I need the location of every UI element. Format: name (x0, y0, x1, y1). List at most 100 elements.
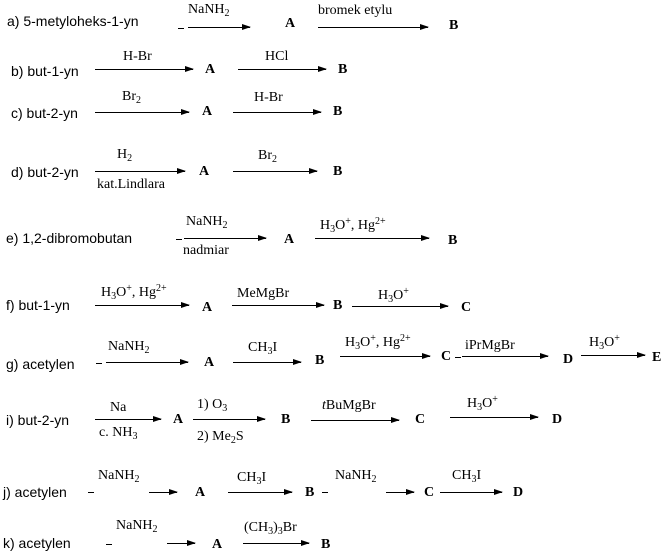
row-j-reagent-3: NaNH2 (335, 468, 377, 485)
row-e-dash (176, 239, 182, 240)
row-f-arrow-1 (95, 302, 190, 308)
row-i-label: i) but-2-yn (6, 412, 70, 428)
row-i-arrow-1 (95, 416, 162, 422)
row-j-reagent-1: NaNH2 (98, 468, 140, 485)
row-j-arrow-2 (228, 489, 293, 495)
row-i-product-a: A (173, 412, 184, 427)
row-i-reagent-2b: 2) Me2S (197, 429, 244, 446)
row-e-product-a: A (284, 232, 295, 247)
row-j-arrow-3 (386, 489, 415, 495)
row-e-product-b: B (448, 233, 458, 248)
row-i-reagent-3: tBuMgBr (322, 398, 376, 413)
row-g-reagent-1: NaNH2 (108, 339, 150, 356)
row-k-label: k) acetylen (3, 535, 71, 551)
row-g-product-e: E (652, 350, 662, 365)
row-b-reagent-2: HCl (265, 49, 289, 64)
row-i-reagent-2a: 1) O3 (197, 397, 228, 414)
row-i-product-b: B (281, 412, 291, 427)
row-j-product-a: A (195, 485, 206, 500)
row-j-reagent-4: CH3I (452, 468, 482, 485)
row-b-product-a: A (205, 62, 216, 77)
row-g-product-b: B (315, 353, 325, 368)
row-e-arrow-1 (184, 235, 267, 241)
row-b-arrow-2 (238, 66, 327, 72)
row-k-product-a: A (212, 537, 223, 552)
row-c-product-b: B (333, 104, 343, 119)
row-b-label: b) but-1-yn (11, 63, 79, 79)
row-k-reagent-2: (CH3)3Br (244, 520, 297, 537)
row-g-label: g) acetylen (6, 356, 75, 372)
row-d-label: d) but-2-yn (11, 164, 79, 180)
row-k-reagent-1: NaNH2 (116, 518, 158, 535)
row-b-arrow-1 (95, 66, 194, 72)
row-c-product-a: A (202, 104, 213, 119)
row-g-product-c: C (441, 349, 452, 364)
row-g-product-d: D (563, 352, 574, 367)
row-a-arrow-1 (188, 24, 251, 30)
row-b-reagent-1: H-Br (123, 49, 152, 64)
row-g-arrow-2 (233, 359, 302, 365)
row-e-reagent-2: H3O+, Hg2+ (320, 216, 386, 235)
row-f-product-c: C (461, 300, 472, 315)
row-g-arrow-4 (462, 353, 549, 359)
row-f-product-b: B (333, 298, 343, 313)
row-a-reagent-2: bromek etylu (318, 3, 393, 18)
row-g-reagent-4: iPrMgBr (465, 338, 515, 353)
row-k-arrow-1 (167, 540, 196, 546)
row-j-arrow-1 (149, 489, 178, 495)
row-d-product-a: A (199, 164, 210, 179)
row-f-reagent-3: H3O+ (378, 286, 409, 305)
row-j-arrow-4 (440, 489, 503, 495)
row-f-arrow-2 (232, 302, 325, 308)
row-f-reagent-2: MeMgBr (237, 286, 290, 301)
row-g-arrow-5 (581, 352, 646, 358)
row-f-arrow-3 (352, 303, 449, 309)
row-c-label: c) but-2-yn (11, 105, 78, 121)
row-j-product-b: B (305, 485, 315, 500)
row-d-reagent-2: Br2 (258, 148, 277, 165)
row-i-arrow-3 (311, 417, 400, 423)
row-c-arrow-1 (95, 109, 190, 115)
row-g-reagent-5: H3O+ (589, 333, 620, 352)
row-g-dash-1 (96, 363, 102, 364)
row-a-dash (178, 28, 184, 29)
row-a-arrow-2 (318, 24, 429, 30)
row-i-condition-1: c. NH3 (99, 425, 138, 442)
row-g-arrow-1 (106, 359, 189, 365)
row-j-product-c: C (424, 485, 435, 500)
row-b-product-b: B (338, 62, 348, 77)
row-a-product-a: A (285, 16, 296, 31)
row-a-reagent-1: NaNH2 (188, 2, 230, 19)
row-i-reagent-4: H3O+ (467, 394, 498, 413)
row-d-catalyst: kat.Lindlara (97, 177, 166, 192)
row-c-reagent-2: H-Br (254, 90, 283, 105)
row-j-product-d: D (513, 485, 524, 500)
row-d-arrow-1 (95, 168, 186, 174)
row-e-reagent-1: NaNH2 (186, 214, 228, 231)
row-k-dash (106, 544, 112, 545)
row-g-product-a: A (204, 355, 215, 370)
row-g-reagent-2: CH3I (248, 340, 278, 357)
row-e-arrow-2 (315, 235, 430, 241)
row-f-product-a: A (202, 300, 213, 315)
row-j-dash-2 (322, 492, 328, 493)
row-j-dash-1 (88, 492, 94, 493)
row-i-product-c: C (415, 412, 426, 427)
row-c-arrow-2 (233, 109, 322, 115)
row-e-condition: nadmiar (183, 243, 229, 258)
row-j-label: j) acetylen (3, 484, 67, 500)
row-e-label: e) 1,2-dibromobutan (6, 230, 133, 246)
row-j-reagent-2: CH3I (237, 470, 267, 487)
row-d-arrow-2 (233, 168, 318, 174)
row-a-product-b: B (449, 18, 459, 33)
row-k-product-b: B (321, 537, 331, 552)
row-g-reagent-3: H3O+, Hg2+ (345, 333, 411, 352)
row-i-product-d: D (552, 412, 563, 427)
row-i-arrow-2 (193, 416, 266, 422)
row-f-label: f) but-1-yn (6, 297, 70, 313)
row-i-reagent-1: Na (110, 400, 127, 415)
row-f-reagent-1: H3O+, Hg2+ (101, 283, 167, 302)
row-c-reagent-1: Br2 (122, 89, 141, 106)
row-g-dash-2 (455, 357, 461, 358)
